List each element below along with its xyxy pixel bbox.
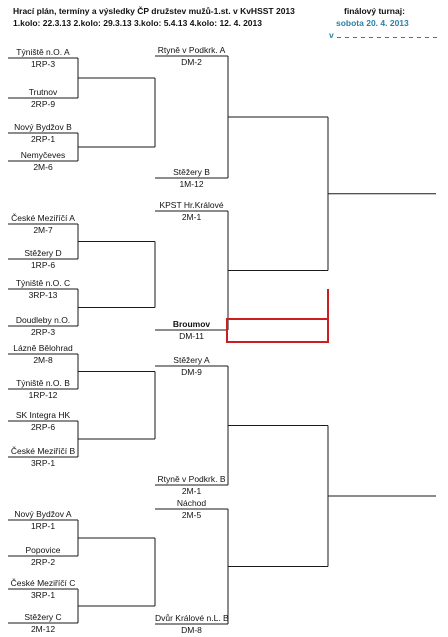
round1-match-score: 1RP-3 [30, 59, 56, 69]
final-marker: v [329, 30, 334, 40]
round1-match-score: 2RP-2 [30, 557, 56, 567]
round1-team-name: Popovice [25, 545, 61, 555]
round2-match-score: 2M-1 [181, 486, 202, 496]
round1-team-name: Trutnov [28, 87, 58, 97]
round1-match-score: 3RP-13 [28, 290, 58, 300]
round1-team-name: Stěžery D [24, 248, 62, 258]
winner-match-score: DM-11 [179, 331, 204, 341]
round2-match-score: DM-9 [181, 367, 202, 377]
round2-match-score: DM-8 [181, 625, 202, 635]
round2-team-name: Rtyně v Podkrk. A [157, 45, 226, 55]
round2-match-score: 1M-12 [179, 179, 204, 189]
round1-team-name: Nový Bydžov B [14, 122, 72, 132]
round1-team-name: Týniště n.O. C [15, 278, 71, 288]
round1-team-name: Stěžery C [24, 612, 62, 622]
round1-team-name: Nový Bydžov A [14, 509, 72, 519]
round1-match-score: 2RP-1 [30, 134, 56, 144]
round1-team-name: Nemyčeves [20, 150, 66, 160]
page-title: Hrací plán, termíny a výsledky ČP družst… [13, 6, 295, 16]
round1-team-name: Týniště n.O. B [16, 378, 70, 388]
round1-team-name: Lázně Bělohrad [13, 343, 73, 353]
round2-team-name: KPST Hr.Králové [159, 200, 224, 210]
round2-team-name: Dvůr Králové n.L. B [155, 613, 229, 623]
round1-match-score: 2M-6 [33, 162, 53, 172]
round1-match-score: 2M-7 [33, 225, 53, 235]
round1-match-score: 1RP-6 [30, 260, 56, 270]
round1-match-score: 3RP-1 [30, 458, 56, 468]
round1-match-score: 2M-12 [30, 624, 56, 634]
round1-match-score: 2RP-6 [30, 422, 56, 432]
round1-team-name: Doudleby n.O. [15, 315, 71, 325]
round2-match-score: DM-2 [181, 57, 202, 67]
round1-team-name: Týniště n.O. A [16, 47, 70, 57]
final-tournament-date: sobota 20. 4. 2013 [336, 18, 409, 28]
round1-team-name: České Meziříčí B [10, 446, 76, 456]
round1-team-name: České Meziříčí A [11, 213, 75, 223]
round2-team-name: Stěžery A [173, 355, 210, 365]
round2-match-score: 2M-1 [181, 212, 202, 222]
round1-match-score: 2RP-3 [30, 327, 56, 337]
round2-team-name: Rtyně v Podkrk. B [157, 474, 226, 484]
round2-team-name: Náchod [176, 498, 207, 508]
final-tournament-label: finálový turnaj: [344, 6, 405, 16]
round1-match-score: 1RP-1 [30, 521, 56, 531]
round1-match-score: 2RP-9 [30, 99, 56, 109]
round2-team-name: Stěžery B [173, 167, 210, 177]
winner-highlight-box [226, 318, 329, 343]
round1-match-score: 1RP-12 [28, 390, 58, 400]
winner-team-name: Broumov [172, 319, 211, 329]
round1-team-name: České Meziříčí C [10, 578, 76, 588]
round-dates: 1.kolo: 22.3.13 2.kolo: 29.3.13 3.kolo: … [13, 18, 262, 28]
round1-team-name: SK Integra HK [15, 410, 71, 420]
round2-match-score: 2M-5 [181, 510, 202, 520]
round1-match-score: 2M-8 [33, 355, 53, 365]
round1-match-score: 3RP-1 [30, 590, 56, 600]
